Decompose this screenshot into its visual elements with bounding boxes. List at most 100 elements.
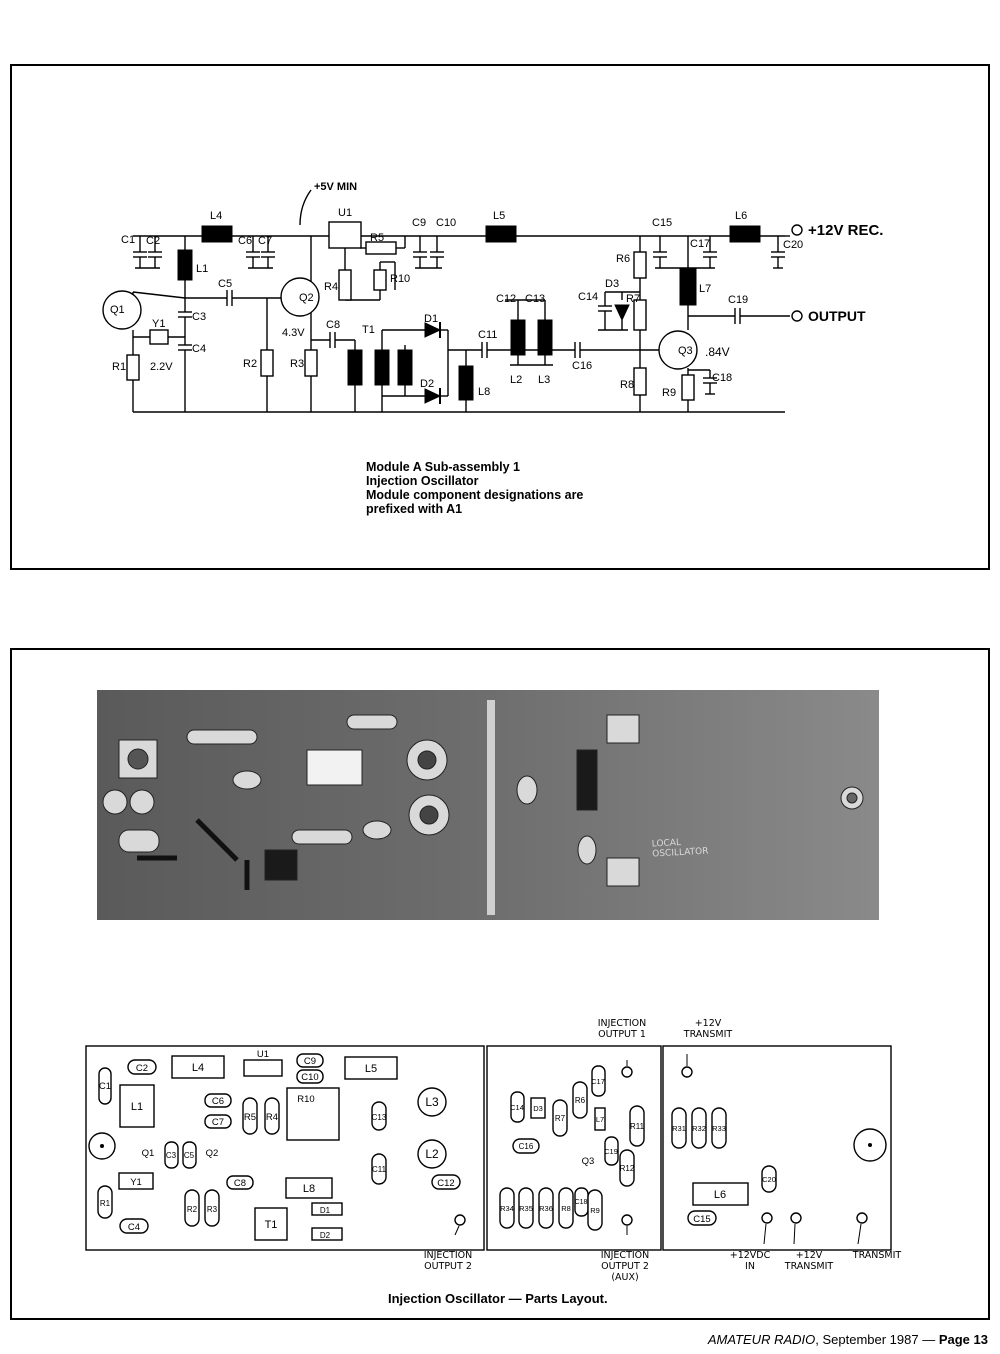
label-l3: L3: [425, 1095, 439, 1109]
label-r9: R9: [590, 1206, 600, 1215]
part-r35: [518, 1187, 534, 1229]
crystal-y1: [149, 329, 169, 345]
label-inj-out2-aux: INJECTION OUTPUT 2 (AUX): [600, 1250, 650, 1283]
label-l3: L3: [538, 374, 550, 386]
part-c16: [512, 1138, 540, 1154]
label-l8: L8: [478, 386, 490, 398]
part-c1: [98, 1067, 112, 1105]
label-r33: R33: [712, 1124, 726, 1133]
label-l7: L7: [596, 1115, 604, 1124]
label-d1: D1: [320, 1206, 331, 1215]
label-c19: C19: [728, 294, 748, 306]
part-c19: [604, 1136, 619, 1166]
part-r33: [711, 1107, 727, 1149]
label-c1: C1: [121, 234, 135, 246]
part-r5: [242, 1097, 258, 1135]
diode-d1: [424, 322, 442, 338]
label-inj-out1: INJECTION OUTPUT 1: [597, 1018, 647, 1040]
label-r4: R4: [266, 1112, 278, 1123]
label-r10: R10: [297, 1094, 314, 1105]
label-l8: L8: [303, 1183, 315, 1195]
pad-inj-out2-aux: [621, 1214, 633, 1226]
part-r1: [97, 1185, 113, 1219]
part-r32: [691, 1107, 707, 1149]
label-transmit: TRANSMIT: [852, 1250, 902, 1261]
label-c7: C7: [258, 235, 272, 247]
label-c18: C18: [575, 1199, 588, 1206]
label-q3: Q3: [582, 1156, 595, 1167]
label-r36: R36: [539, 1204, 553, 1213]
caption-line: Injection Oscillator: [366, 474, 479, 488]
label-l5: L5: [493, 210, 505, 222]
label-r12: R12: [620, 1164, 635, 1173]
board-photo: LOCAL OSCILLATOR: [97, 690, 879, 920]
label-c2: C2: [146, 235, 160, 247]
part-l2: [417, 1139, 447, 1169]
label-c17: C17: [690, 238, 710, 250]
pad-inj-out2: [454, 1214, 466, 1226]
caption-line: Module A Sub-assembly 1: [366, 460, 520, 474]
label-r32: R32: [692, 1124, 706, 1133]
part-r2: [184, 1189, 200, 1227]
label-u1: U1: [257, 1049, 269, 1060]
label-q3: Q3: [678, 345, 693, 357]
label-r35: R35: [519, 1204, 533, 1213]
board-section-2: [486, 1045, 662, 1251]
label-c17: C17: [591, 1077, 605, 1086]
label-l6: L6: [735, 210, 747, 222]
page-footer: AMATEUR RADIO, September 1987 — Page 13: [708, 1332, 988, 1347]
resistor-r1: [126, 354, 140, 381]
label-r1: R1: [100, 1199, 111, 1208]
label-y1: Y1: [152, 318, 165, 330]
part-l7: [594, 1107, 606, 1131]
label-l4: L4: [210, 210, 222, 222]
part-r9: [587, 1189, 603, 1231]
label-12vdc-in: +12VDC IN: [729, 1250, 771, 1272]
part-d2: [311, 1227, 343, 1241]
label-c11: C11: [478, 329, 497, 341]
transistor-q1: [102, 290, 142, 330]
transformer-t1-secondary-2: [397, 349, 413, 386]
label-l1: L1: [131, 1101, 143, 1113]
label-l2: L2: [425, 1147, 439, 1161]
part-d1: [311, 1202, 343, 1216]
resistor-r8: [633, 367, 647, 396]
board-section-3: [662, 1045, 892, 1251]
pad-12vdc-in: [761, 1212, 773, 1224]
label-c13: C13: [372, 1113, 387, 1122]
label-c3: C3: [166, 1151, 177, 1160]
caption-line: prefixed with A1: [366, 502, 463, 516]
resistor-r3: [304, 349, 318, 377]
part-c12: [431, 1174, 461, 1190]
part-l8: [285, 1177, 333, 1199]
part-c11: [371, 1153, 387, 1185]
footer-issue: , September 1987 —: [815, 1332, 936, 1347]
label-c19: C19: [604, 1147, 618, 1156]
label-c16: C16: [519, 1142, 534, 1151]
inductor-l6: [729, 225, 761, 243]
part-c15: [687, 1210, 717, 1226]
footer-magazine: AMATEUR RADIO: [707, 1332, 816, 1347]
pad-12v-transmit: [790, 1212, 802, 1224]
label-r8: R8: [620, 379, 634, 391]
resistor-r7: [633, 299, 647, 331]
diode-d2: [424, 388, 442, 404]
part-r3: [204, 1189, 220, 1227]
schematic-frame: [10, 64, 990, 570]
label-r8: R8: [561, 1204, 571, 1213]
label-c16: C16: [572, 360, 592, 372]
label-12v-transmit-top: +12V TRANSMIT: [683, 1018, 733, 1040]
label-c15: C15: [693, 1214, 710, 1225]
part-c6: [204, 1093, 232, 1108]
transformer-t1-secondary: [374, 349, 390, 386]
part-d3: [530, 1097, 546, 1119]
label-r34: R34: [500, 1204, 514, 1213]
label-c7: C7: [212, 1117, 224, 1128]
part-c2: [127, 1059, 157, 1075]
part-r36: [538, 1187, 554, 1229]
part-r7: [552, 1099, 568, 1137]
label-l6: L6: [714, 1189, 726, 1201]
label-c3: C3: [192, 311, 206, 323]
board-text: LOCAL OSCILLATOR: [651, 837, 709, 860]
label-r2: R2: [243, 358, 257, 370]
